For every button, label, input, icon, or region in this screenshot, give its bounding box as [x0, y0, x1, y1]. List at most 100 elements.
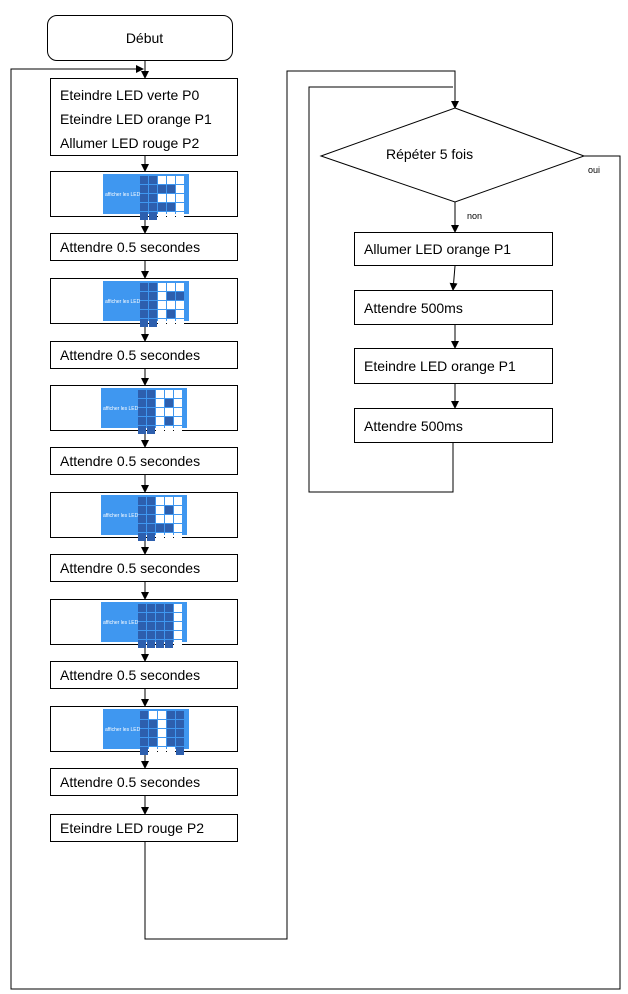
microbit-block: afficher les LED [103, 709, 189, 755]
led-off [167, 720, 175, 728]
loop-step-label: Attendre 500ms [364, 417, 463, 434]
led-off [149, 176, 157, 184]
led-off [138, 604, 146, 612]
led-on [174, 622, 182, 630]
led-off [165, 604, 173, 612]
led-off [147, 426, 155, 434]
wait-label: Attendre 0.5 secondes [60, 347, 201, 363]
led-on [174, 390, 182, 398]
led-off [140, 212, 148, 220]
led-off [149, 194, 157, 202]
led-off [176, 747, 184, 755]
led-on [174, 515, 182, 523]
led-off [140, 720, 148, 728]
led-on [174, 399, 182, 407]
led-off [165, 631, 173, 639]
led-off [156, 622, 164, 630]
led-on [156, 417, 164, 425]
led-off [156, 631, 164, 639]
led-off [140, 747, 148, 755]
led-off [138, 417, 146, 425]
led-off [147, 417, 155, 425]
led-off [140, 185, 148, 193]
led-off [167, 185, 175, 193]
led-off [138, 426, 146, 434]
no-label: non [467, 211, 483, 221]
led-off [140, 711, 148, 719]
led-on [174, 506, 182, 514]
display-leds-block: afficher les LED [50, 171, 238, 220]
led-on [158, 738, 166, 746]
led-off [138, 515, 146, 523]
led-off [147, 631, 155, 639]
led-on [156, 497, 164, 505]
led-off [140, 738, 148, 746]
led-on [174, 533, 182, 541]
led-off [156, 640, 164, 648]
led-off [138, 399, 146, 407]
led-off [156, 604, 164, 612]
led-off [147, 408, 155, 416]
led-on [158, 301, 166, 309]
led-on [165, 408, 173, 416]
led-off [140, 301, 148, 309]
led-on [174, 497, 182, 505]
led-on [176, 212, 184, 220]
wait-box: Attendre 0.5 secondes [50, 661, 238, 689]
display-leds-block: afficher les LED [50, 385, 238, 434]
led-on [165, 426, 173, 434]
led-on [158, 176, 166, 184]
connector-yes-return [10, 65, 621, 990]
led-off [165, 613, 173, 621]
led-off [147, 604, 155, 612]
microbit-block: afficher les LED [103, 281, 189, 327]
led-on [156, 399, 164, 407]
led-off [176, 738, 184, 746]
led-off [147, 497, 155, 505]
led-off [149, 729, 157, 737]
led-on [149, 747, 157, 755]
led-grid [138, 497, 182, 541]
block-label: afficher les LED [103, 620, 139, 626]
block-label: afficher les LED [105, 192, 141, 198]
led-off [176, 711, 184, 719]
led-off [138, 390, 146, 398]
led-on [167, 283, 175, 291]
led-on [167, 194, 175, 202]
init-line: Eteindre LED verte P0 [60, 87, 200, 103]
arrow-step1-step2 [449, 265, 458, 291]
led-on [167, 176, 175, 184]
led-off [167, 738, 175, 746]
led-off [149, 319, 157, 327]
led-off [138, 533, 146, 541]
led-off [138, 640, 146, 648]
led-off [140, 176, 148, 184]
led-off [149, 283, 157, 291]
led-on [174, 604, 182, 612]
led-off [140, 292, 148, 300]
led-off [176, 729, 184, 737]
led-on [167, 212, 175, 220]
led-on [158, 292, 166, 300]
led-off [165, 417, 173, 425]
wait-label: Attendre 0.5 secondes [60, 560, 201, 576]
led-off [149, 301, 157, 309]
led-on [158, 310, 166, 318]
led-on [156, 390, 164, 398]
led-off [165, 524, 173, 532]
microbit-block: afficher les LED [101, 388, 187, 434]
led-on [174, 631, 182, 639]
wait-box: Attendre 0.5 secondes [50, 341, 238, 369]
block-label: afficher les LED [105, 299, 141, 305]
yes-label: oui [588, 165, 601, 175]
led-off [149, 738, 157, 746]
led-on [176, 301, 184, 309]
led-on [158, 319, 166, 327]
led-off [167, 711, 175, 719]
start-label: Début [125, 30, 164, 46]
wait-label: Attendre 0.5 secondes [60, 774, 201, 790]
led-on [149, 711, 157, 719]
led-off [167, 292, 175, 300]
led-off [156, 524, 164, 532]
